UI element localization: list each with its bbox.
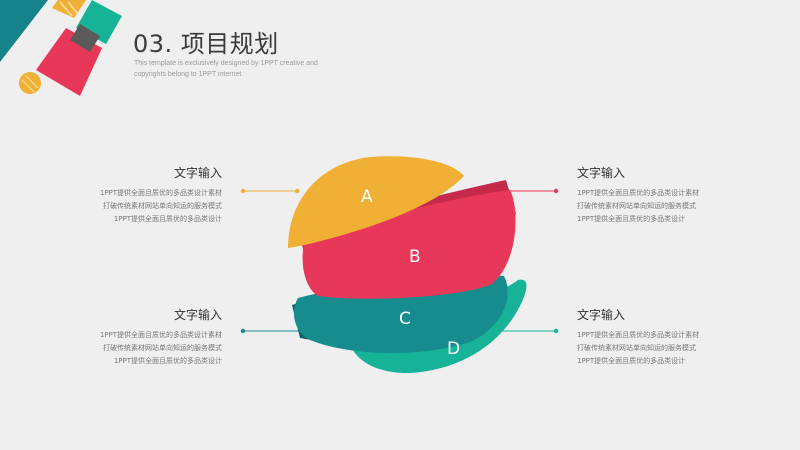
block-line: 1PPT提供全面且质优的多品类设计 [113,215,222,223]
block-line: 1PPT提供全面且质优的多品类设计素材 [99,189,222,197]
page-subtitle: This template is exclusively designed by… [134,58,364,80]
text-block-c: 文字输入 1PPT提供全面且质优的多品类设计素材 打破传统素材网站单向知运的服务… [62,306,222,368]
block-title: 文字输入 [173,308,222,322]
segment-label-b: B [409,247,421,267]
block-line: 打破传统素材网站单向知运的服务模式 [577,344,696,352]
deco-yellow-circle [19,72,41,94]
block-line: 1PPT提供全面且质优的多品类设计素材 [577,189,700,197]
text-block-d: 文字输入 1PPT提供全面且质优的多品类设计素材 打破传统素材网站单向知运的服务… [577,306,737,368]
block-body: 1PPT提供全面且质优的多品类设计素材 打破传统素材网站单向知运的服务模式 1P… [577,187,737,226]
segment-b [302,190,516,299]
block-line: 1PPT提供全面且质优的多品类设计素材 [577,331,700,339]
block-line: 1PPT提供全面且质优的多品类设计 [577,357,686,365]
corner-decoration [0,0,122,96]
text-block-a: 文字输入 1PPT提供全面且质优的多品类设计素材 打破传统素材网站单向知运的服务… [62,164,222,226]
subtitle-line-1: This template is exclusively designed by… [134,60,318,67]
block-body: 1PPT提供全面且质优的多品类设计素材 打破传统素材网站单向知运的服务模式 1P… [62,187,222,226]
block-line: 打破传统素材网站单向知运的服务模式 [103,344,222,352]
segment-label-c: C [399,309,411,329]
subtitle-line-2: copyrights belong to 1PPT internet [134,71,242,78]
block-line: 打破传统素材网站单向知运的服务模式 [577,202,696,210]
text-block-b: 文字输入 1PPT提供全面且质优的多品类设计素材 打破传统素材网站单向知运的服务… [577,164,737,226]
block-line: 打破传统素材网站单向知运的服务模式 [103,202,222,210]
block-title: 文字输入 [173,166,222,180]
block-body: 1PPT提供全面且质优的多品类设计素材 打破传统素材网站单向知运的服务模式 1P… [62,329,222,368]
block-line: 1PPT提供全面且质优的多品类设计 [113,357,222,365]
block-title: 文字输入 [577,166,626,180]
deco-yellow-stripes [52,0,86,18]
deco-gray-square [70,24,100,52]
connectors [240,188,559,334]
block-body: 1PPT提供全面且质优的多品类设计素材 打破传统素材网站单向知运的服务模式 1P… [577,329,737,368]
deco-teal-triangle [0,0,48,62]
block-line: 1PPT提供全面且质优的多品类设计 [577,215,686,223]
block-line: 1PPT提供全面且质优的多品类设计素材 [99,331,222,339]
segment-label-d: D [447,339,460,359]
block-title: 文字输入 [577,308,626,322]
segment-a-body [288,157,462,248]
page-title: 03. 项目规划 [133,30,279,58]
segment-label-a: A [361,187,373,207]
